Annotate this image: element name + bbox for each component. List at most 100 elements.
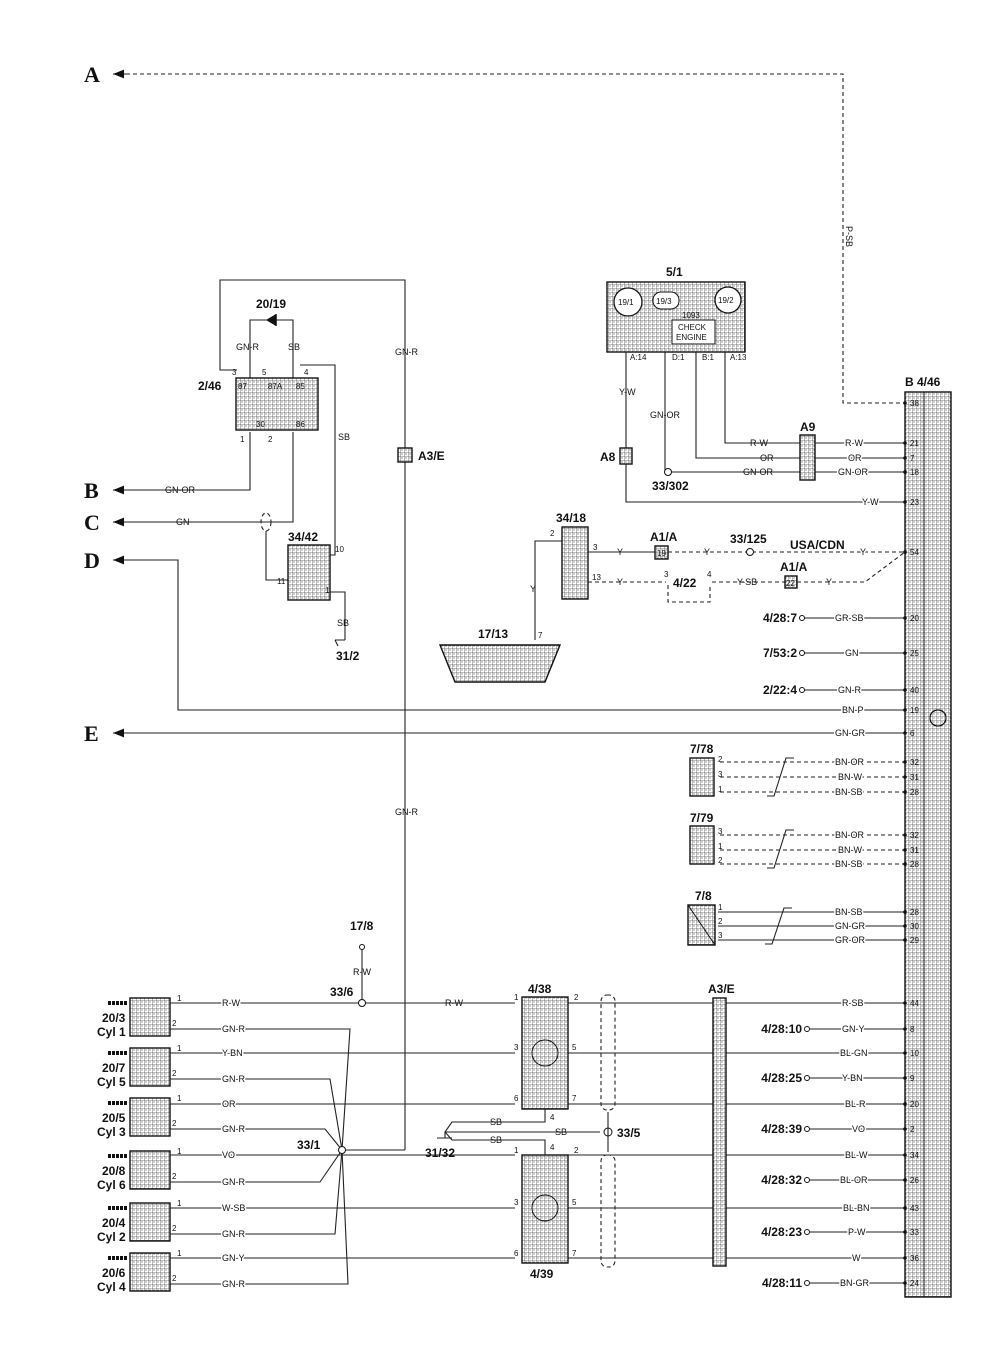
svg-text:R-W: R-W: [353, 967, 371, 977]
svg-text:1: 1: [177, 1147, 182, 1156]
wire-label: R-SB: [842, 998, 864, 1008]
svg-text:7/79: 7/79: [690, 811, 714, 825]
ecu-pin-number: 20: [910, 614, 919, 623]
wire-label: GN-GR: [835, 728, 865, 738]
ecu-b-4-46: B 4/46 3821R-W7OR18GN-OR23Y-W54Y20GR-SB4…: [130, 375, 952, 1298]
ecu-pin-number: 31: [910, 773, 919, 782]
svg-text:33/5: 33/5: [617, 1126, 641, 1140]
ecu-pin-row: 6GN-GR: [130, 727, 915, 740]
svg-text:A3/E: A3/E: [708, 982, 735, 996]
source-reference: 4/28:25: [761, 1071, 802, 1085]
terminal-icon: [804, 1280, 810, 1286]
pin-terminal: [903, 616, 907, 620]
wire-label: P-SB: [844, 226, 854, 247]
pin-terminal: [903, 688, 907, 692]
ecu-pin-number: 31: [910, 846, 919, 855]
svg-text:1: 1: [177, 1199, 182, 1208]
wire-label: P-W: [848, 1227, 866, 1237]
check-engine-lamp: [671, 319, 716, 345]
svg-text:2: 2: [172, 1274, 177, 1283]
pin-terminal: [903, 1001, 907, 1005]
svg-text:3: 3: [718, 827, 723, 836]
svg-text:SB: SB: [555, 1127, 567, 1137]
svg-text:GN-OR: GN-OR: [743, 467, 773, 477]
ecu-pin-row: 2 VO 4/28:39: [761, 1122, 915, 1136]
relay-box: [235, 377, 319, 431]
wire-label: BL-R: [845, 1099, 866, 1109]
ecu-pin-row: 21R-W: [815, 437, 919, 450]
svg-text:5: 5: [572, 1043, 577, 1052]
source-reference: 4/28:23: [761, 1225, 802, 1239]
ground-icon: [437, 1132, 452, 1139]
pin-terminal: [903, 1206, 907, 1210]
svg-text:1: 1: [718, 903, 723, 912]
svg-text:1: 1: [177, 994, 182, 1003]
wire-label: GN: [845, 648, 859, 658]
svg-text:4: 4: [550, 1113, 555, 1122]
pin-terminal: [903, 500, 907, 504]
wire-label: BN-GR: [840, 1278, 870, 1288]
wire-label: GN-R: [222, 1074, 245, 1084]
svg-text:17/13: 17/13: [478, 627, 508, 641]
terminal-icon: [804, 1177, 810, 1183]
svg-text:19/3: 19/3: [656, 297, 672, 306]
pin-terminal: [903, 731, 907, 735]
pin-terminal: [903, 1153, 907, 1157]
svg-text:7: 7: [572, 1249, 577, 1258]
offpage-label-d: D: [84, 548, 100, 573]
pin-terminal: [903, 1076, 907, 1080]
wire-label: GN-R: [838, 685, 861, 695]
svg-text:3: 3: [514, 1043, 519, 1052]
wire-label: GN-Y: [842, 1024, 865, 1034]
ecu-pin-number: 28: [910, 860, 919, 869]
svg-text:4/22: 4/22: [673, 576, 697, 590]
diagnostic-circuit: 34/18 2 3 13 Y Y A1/A 19 Y 33/125 USA/CD…: [438, 511, 906, 683]
svg-text:31/32: 31/32: [425, 1146, 455, 1160]
bottom-circuit: 17/8 R-W 33/6 R-W 33/1 4/38 1 2 3 5 6 7 …: [297, 919, 735, 1281]
wire-label: BL-GN: [840, 1048, 868, 1058]
wire-label: W-SB: [222, 1203, 245, 1213]
svg-text:1: 1: [325, 586, 330, 595]
wire: [170, 1149, 349, 1285]
ecu-pin-number: 2: [910, 1125, 915, 1134]
main-relay-2-46: 20/19 GN-R SB SB GN-R GN-R 2/46 3 5 4 1 …: [198, 279, 445, 1150]
wire-label: Y-BN: [842, 1073, 863, 1083]
ecu-pin-row: 33P-W4/28:23: [761, 1225, 919, 1239]
pin-terminal: [903, 401, 907, 405]
svg-text:4: 4: [550, 1143, 555, 1152]
source-reference: 4/28:39: [761, 1122, 802, 1136]
ecu-pin-number: 10: [910, 1049, 919, 1058]
svg-text:19/2: 19/2: [718, 296, 734, 305]
injector-id: 20/3: [102, 1011, 126, 1025]
wire-label: VO: [852, 1124, 865, 1134]
svg-text:11: 11: [277, 577, 286, 586]
ecu-pin-row: 8GN-Y4/28:10: [761, 1022, 915, 1036]
ecu-box: [904, 391, 952, 1298]
svg-text:SB: SB: [490, 1135, 502, 1145]
ecu-pin-number: 26: [910, 1176, 919, 1185]
gauge-icon: [613, 287, 643, 317]
svg-text:3: 3: [232, 368, 237, 377]
svg-text:2: 2: [718, 856, 723, 865]
ecu-pin-number: 19: [910, 706, 919, 715]
terminal-icon: [799, 650, 805, 656]
svg-text:Y: Y: [826, 577, 832, 587]
svg-text:ENGINE: ENGINE: [676, 333, 707, 342]
source-reference: 4/28:11: [762, 1276, 802, 1290]
svg-text:1: 1: [177, 1249, 182, 1258]
knock-sensor-4-38: [521, 996, 569, 1110]
svg-text:10: 10: [335, 545, 344, 554]
wire-label: W: [852, 1253, 861, 1263]
ecu-pin-number: 36: [910, 1254, 919, 1263]
svg-text:33/302: 33/302: [652, 479, 689, 493]
svg-text:Y: Y: [704, 547, 710, 557]
shield-icon: [600, 994, 616, 1111]
ecu-pin-number: 32: [910, 758, 919, 767]
ecu-symbol-icon: [929, 709, 947, 727]
